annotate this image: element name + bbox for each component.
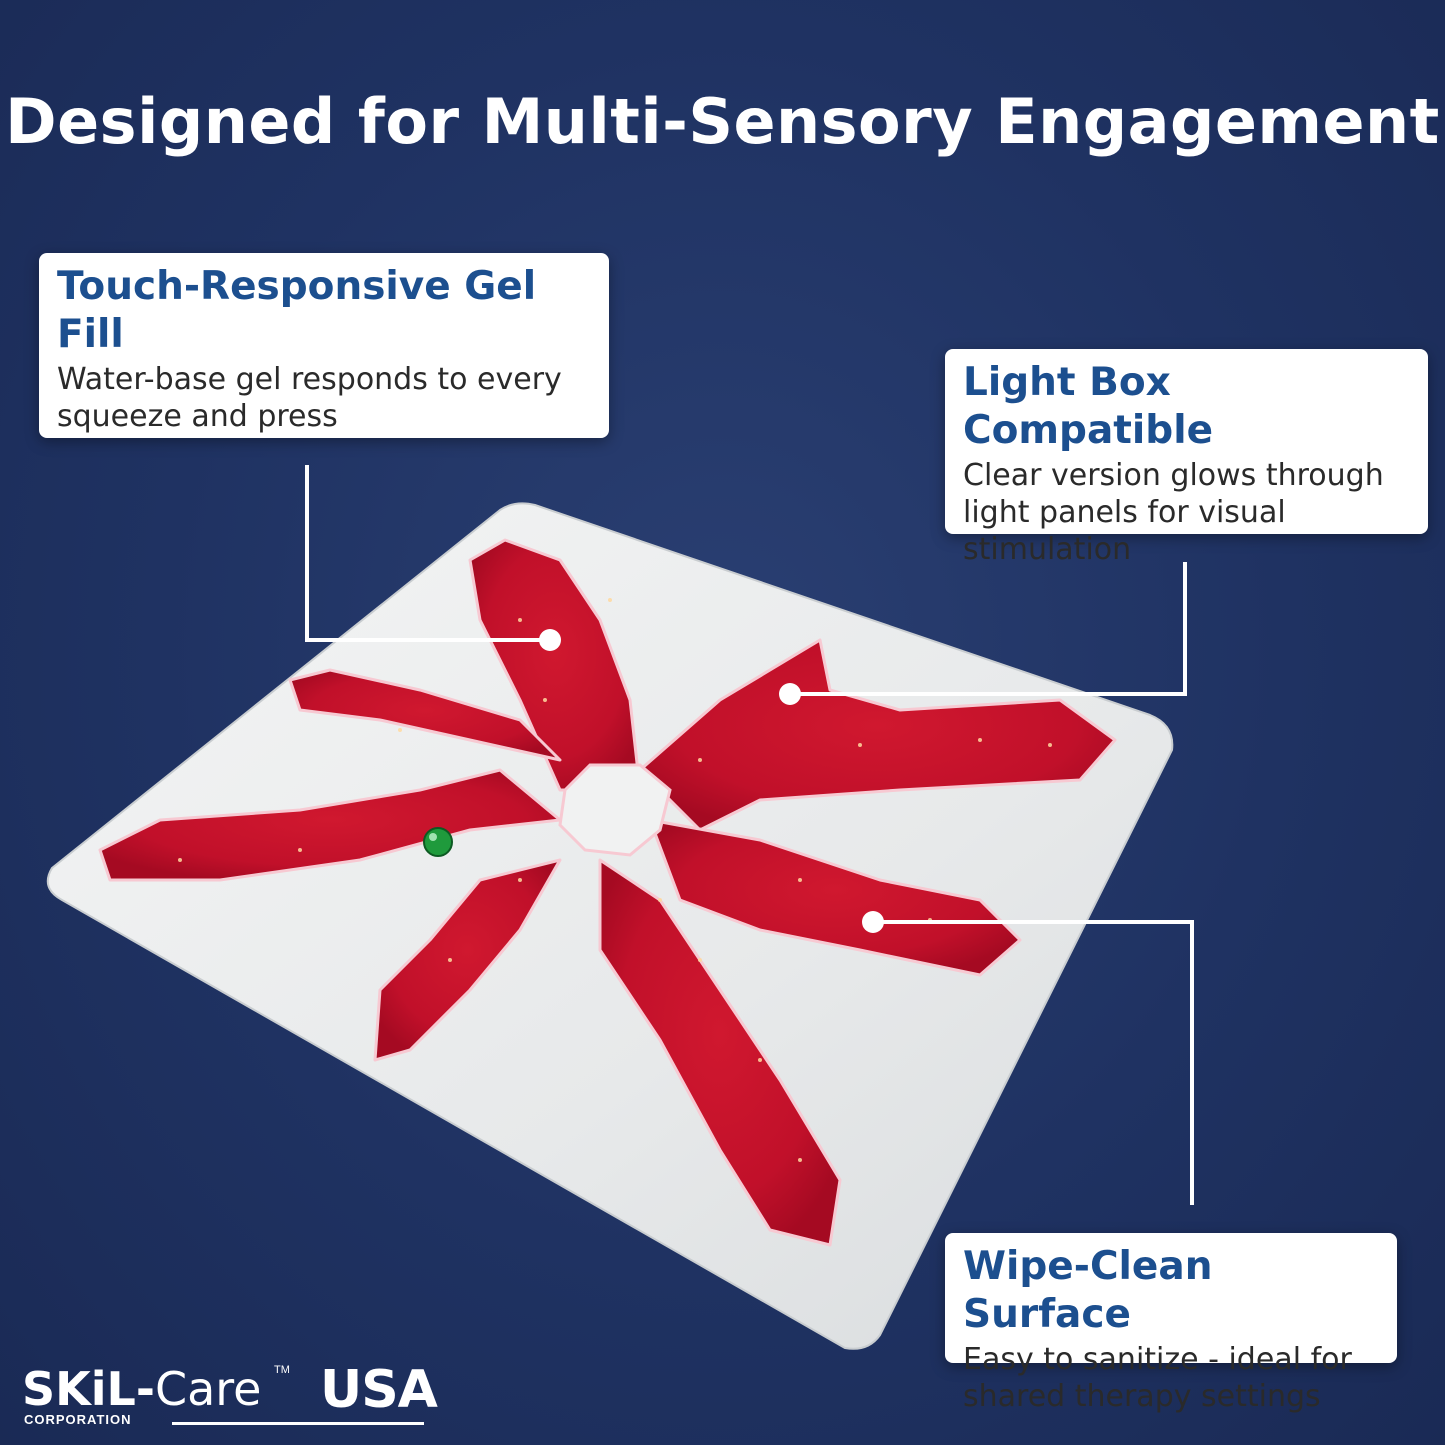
- page-headline: Designed for Multi-Sensory Engagement: [5, 85, 1440, 158]
- logo-trademark: TM: [274, 1364, 290, 1376]
- arm-upper-left: [288, 668, 562, 762]
- callout-body: Clear version glows through light panels…: [963, 457, 1410, 568]
- callout-body-line: stimulation: [963, 532, 1132, 567]
- arm-left: [98, 768, 562, 882]
- callout-body-line: Clear version glows through: [963, 458, 1384, 493]
- callout-body-line: Easy to sanitize - ideal for: [963, 1342, 1352, 1377]
- glitter: [178, 598, 1052, 1162]
- leader-dots: [539, 629, 884, 933]
- snowflake-gel: [98, 538, 1117, 1247]
- logo-brand-bold: SKiL-: [22, 1362, 155, 1416]
- arm-lower-left: [373, 858, 562, 1062]
- callout-body-line: light panels for visual: [963, 495, 1286, 530]
- leader-line-wipe-clean: [873, 920, 1194, 1205]
- logo-usa: USA: [320, 1360, 438, 1420]
- logo-corporation: CORPORATION: [24, 1412, 132, 1427]
- callout-body: Water-base gel responds to every squeeze…: [57, 361, 591, 435]
- logo-underline: [172, 1422, 424, 1425]
- arm-lower-right: [648, 818, 1022, 977]
- leader-dot-gel-fill: [539, 629, 561, 651]
- leader-dot-light-box: [779, 683, 801, 705]
- callout-wipe-clean: Wipe-Clean Surface Easy to sanitize - id…: [945, 1233, 1397, 1414]
- green-bead: [423, 827, 453, 857]
- callout-body: Easy to sanitize - ideal for shared ther…: [963, 1341, 1379, 1415]
- logo-brand: SKiL-Care: [22, 1362, 261, 1416]
- leader-line-light-box: [790, 562, 1187, 696]
- snowflake-center: [558, 763, 672, 857]
- logo-brand-light: Care: [154, 1362, 262, 1416]
- callout-touch-responsive: Touch-Responsive Gel Fill Water-base gel…: [39, 253, 609, 438]
- callout-title: Wipe-Clean Surface: [963, 1244, 1213, 1337]
- arm-top: [468, 538, 642, 792]
- leader-line-gel-fill: [305, 465, 550, 642]
- callout-body-line: shared therapy settings: [963, 1379, 1321, 1414]
- callout-title: Light Box Compatible: [963, 360, 1214, 453]
- callout-body-line: squeeze and press: [57, 399, 338, 434]
- arm-upper-right: [638, 638, 1117, 832]
- leader-lines: [305, 465, 1194, 1205]
- callout-title: Touch-Responsive Gel Fill: [57, 264, 537, 357]
- leader-dot-wipe-clean: [862, 911, 884, 933]
- callout-body-line: Water-base gel responds to every: [57, 362, 562, 397]
- callout-light-box: Light Box Compatible Clear version glows…: [945, 349, 1428, 567]
- skil-care-logo: SKiL-Care TM USA CORPORATION: [22, 1360, 438, 1432]
